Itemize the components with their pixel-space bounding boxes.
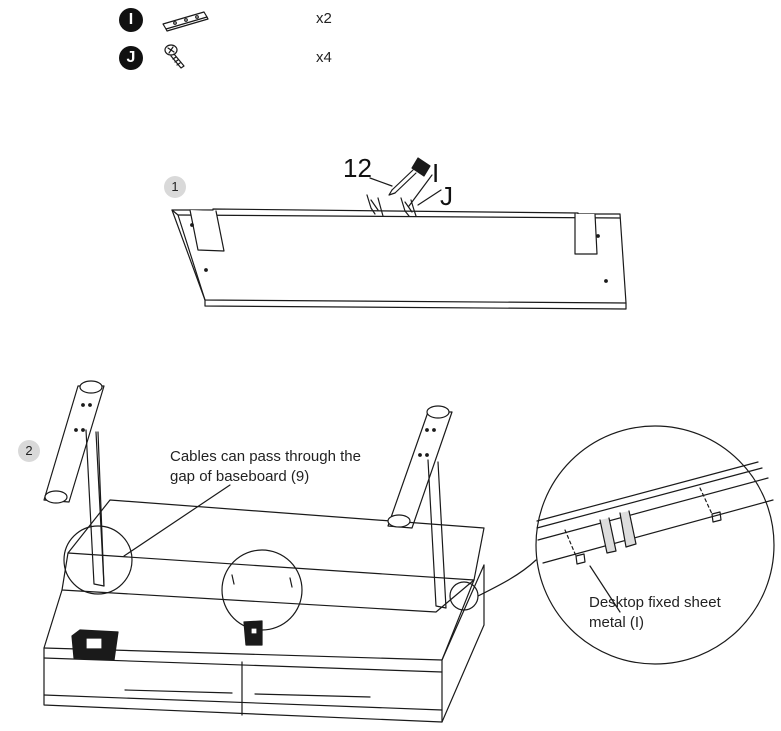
tool-12-label: 12 (343, 153, 372, 183)
middle-detail-bracket (232, 575, 292, 645)
sheet-metal-callout-line1: Desktop fixed sheet (589, 594, 721, 611)
part-qty-j: x4 (316, 49, 332, 66)
sheet-metal-leader-line (590, 566, 620, 612)
sheet-metal-icon (163, 12, 208, 31)
part-j-label: J (440, 181, 453, 211)
tool-leader-line (370, 178, 392, 186)
part-i-label: I (432, 158, 440, 188)
part-i-leader-line (409, 175, 432, 206)
baseboard-panel (172, 209, 626, 309)
part-badge-j: J (119, 46, 143, 70)
sheet-metal-callout: Desktop fixed sheet metal (I) (589, 593, 721, 633)
step-1-badge: 1 (164, 176, 186, 198)
cable-gap-detail-circle (64, 526, 132, 594)
magnified-detail-view (536, 426, 774, 664)
part-qty-i: x2 (316, 10, 332, 27)
sheet-metal-callout-line2: metal (I) (589, 614, 645, 631)
step-2-badge: 2 (18, 440, 40, 462)
magnify-connector-line (478, 560, 536, 596)
part-badge-i: I (119, 8, 143, 32)
screw-icon (165, 45, 184, 68)
right-leg (388, 406, 452, 608)
cables-callout: Cables can pass through the gap of baseb… (170, 447, 361, 487)
desk-body (44, 500, 484, 722)
cables-callout-line2: gap of baseboard (9) (170, 468, 310, 485)
screwdriver-icon (389, 158, 430, 195)
cables-callout-line1: Cables can pass through the (170, 448, 361, 465)
cables-leader-line (124, 485, 230, 556)
middle-detail-circle (222, 550, 302, 630)
left-leg (44, 381, 104, 586)
sheet-metal-brackets (367, 195, 416, 216)
part-j-leader-line (418, 190, 441, 205)
